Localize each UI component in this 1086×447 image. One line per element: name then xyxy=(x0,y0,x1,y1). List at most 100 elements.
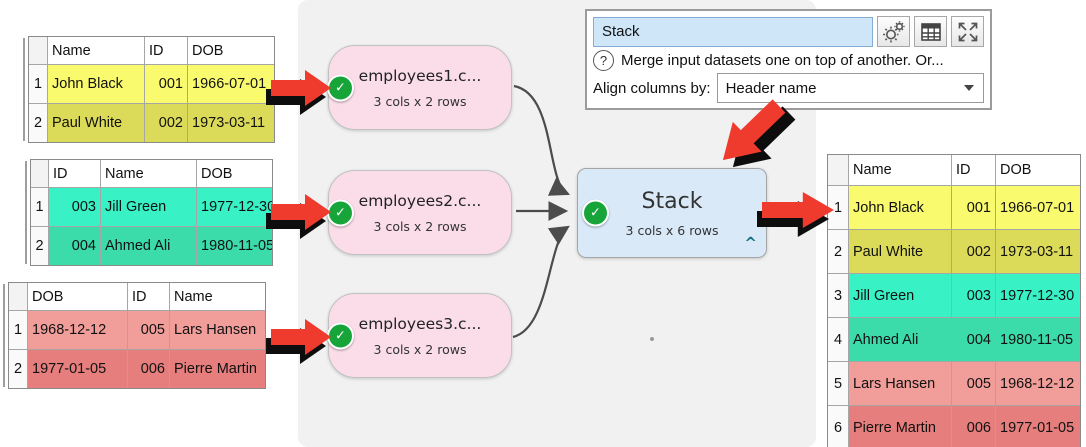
align-columns-label: Align columns by: xyxy=(593,79,711,97)
align-columns-value: Header name xyxy=(725,79,817,97)
cell: 004 xyxy=(49,226,101,265)
row-number: 5 xyxy=(828,361,849,405)
node-title: employees1.c... xyxy=(358,66,482,85)
column-header: Name xyxy=(101,160,197,187)
column-header: ID xyxy=(49,160,101,187)
node-title: employees2.c... xyxy=(358,191,482,210)
corner-cell xyxy=(828,155,849,185)
cell: 002 xyxy=(145,103,188,142)
cell: 1977-12-30 xyxy=(996,273,1080,317)
column-header: Name xyxy=(170,283,265,310)
corner-cell xyxy=(31,160,49,187)
column-header: Name xyxy=(849,155,952,185)
cell: 003 xyxy=(49,187,101,226)
canvas-dot xyxy=(650,337,654,341)
gears-icon xyxy=(882,20,905,42)
row-number: 2 xyxy=(31,226,49,265)
help-icon[interactable]: ? xyxy=(593,49,614,71)
status-ok-icon: ✓ xyxy=(582,199,609,227)
transform-settings-panel: ? Merge input datasets one on top of ano… xyxy=(585,9,992,110)
cell: Jill Green xyxy=(101,187,197,226)
align-columns-select[interactable]: Header name xyxy=(716,73,984,103)
node-employees2[interactable]: ✓ employees2.c... 3 cols x 2 rows xyxy=(327,170,512,255)
column-header: Name xyxy=(48,37,145,64)
row-number: 1 xyxy=(29,64,48,103)
cell: John Black xyxy=(849,185,952,229)
cell: Lars Hansen xyxy=(849,361,952,405)
row-number: 4 xyxy=(828,317,849,361)
node-employees1[interactable]: ✓ employees1.c... 3 cols x 2 rows xyxy=(327,45,512,130)
transform-description: Merge input datasets one on top of anoth… xyxy=(621,51,944,69)
node-size-label: 3 cols x 2 rows xyxy=(373,218,467,234)
table-icon xyxy=(920,22,941,41)
cell: Pierre Martin xyxy=(849,405,952,447)
cell: 006 xyxy=(952,405,996,447)
column-header: DOB xyxy=(996,155,1080,185)
cell: 001 xyxy=(145,64,188,103)
cell: Lars Hansen xyxy=(170,310,265,349)
cell: 1966-07-01 xyxy=(188,64,274,103)
column-header: ID xyxy=(952,155,996,185)
collapse-caret-icon: ^ xyxy=(744,234,757,252)
node-stack[interactable]: ✓ Stack 3 cols x 6 rows ^ xyxy=(577,168,767,258)
node-employees3[interactable]: ✓ employees3.c... 3 cols x 2 rows xyxy=(327,293,512,378)
row-number: 2 xyxy=(9,349,28,388)
cell: Paul White xyxy=(849,229,952,273)
row-number: 1 xyxy=(31,187,49,226)
column-header: DOB xyxy=(188,37,274,64)
node-size-label: 3 cols x 2 rows xyxy=(373,341,467,357)
corner-cell xyxy=(29,37,48,64)
status-ok-icon: ✓ xyxy=(327,199,354,226)
transform-name-input[interactable] xyxy=(593,16,873,47)
cell: 003 xyxy=(952,273,996,317)
node-size-label: 3 cols x 6 rows xyxy=(625,222,719,238)
node-title: employees3.c... xyxy=(358,314,482,333)
cell: 1980-11-05 xyxy=(197,226,272,265)
cell: 1966-07-01 xyxy=(996,185,1080,229)
cell: Paul White xyxy=(48,103,145,142)
cell: 002 xyxy=(952,229,996,273)
row-number: 3 xyxy=(828,273,849,317)
cell: 001 xyxy=(952,185,996,229)
column-header: ID xyxy=(145,37,188,64)
cell: Jill Green xyxy=(849,273,952,317)
cell: 006 xyxy=(128,349,170,388)
cell: 004 xyxy=(952,317,996,361)
row-number: 1 xyxy=(828,185,849,229)
column-header: DOB xyxy=(28,283,128,310)
row-number: 2 xyxy=(29,103,48,142)
cell: 1977-12-30 xyxy=(197,187,272,226)
cell: 1973-03-11 xyxy=(188,103,274,142)
cell: 1973-03-11 xyxy=(996,229,1080,273)
row-number: 6 xyxy=(828,405,849,447)
cell: Ahmed Ali xyxy=(849,317,952,361)
column-header: ID xyxy=(128,283,170,310)
options-button[interactable] xyxy=(877,16,910,47)
column-header: DOB xyxy=(197,160,272,187)
cell: 005 xyxy=(128,310,170,349)
cell: 1968-12-12 xyxy=(996,361,1080,405)
table-view-button[interactable] xyxy=(914,16,947,47)
expand-button[interactable] xyxy=(951,16,984,47)
dropdown-arrow-icon xyxy=(964,85,974,91)
cell: Ahmed Ali xyxy=(101,226,197,265)
